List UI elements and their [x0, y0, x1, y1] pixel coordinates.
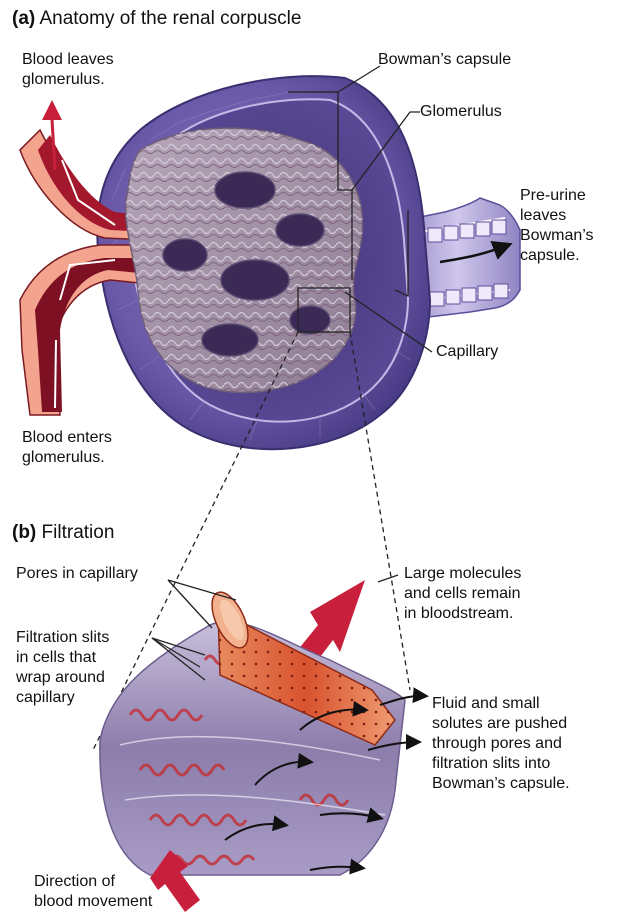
glomerulus [124, 127, 364, 394]
label-direction: Direction of blood movement [34, 873, 153, 910]
filtrate-arrows [224, 687, 429, 875]
label-pores: Pores in capillary [16, 565, 138, 582]
label-filtration-slits: Filtration slits in cells that wrap arou… [16, 629, 110, 706]
pre-urine-arrow [439, 241, 513, 264]
blood-exit-arrow [42, 100, 62, 120]
label-pre-urine: Pre-urine leaves Bowman’s capsule. [520, 187, 594, 264]
leader-lines-a [288, 65, 433, 353]
blood-direction-arrow [150, 850, 200, 912]
part-a-title-text: Anatomy of the renal corpuscle [39, 8, 302, 29]
label-fluid-solutes: Fluid and small solutes are pushed throu… [432, 695, 570, 792]
label-blood-leaves: Blood leaves glomerulus. [22, 51, 114, 88]
label-large-molecules: Large molecules and cells remain in bloo… [404, 565, 522, 622]
part-b-letter: (b) [12, 522, 37, 543]
part-a-letter: (a) [12, 8, 36, 29]
zoom-lines [91, 331, 411, 753]
leader-lines-b [151, 574, 399, 681]
capillary-cylinder [211, 591, 396, 746]
part-a-title: (a) Anatomy of the renal corpuscle [12, 8, 301, 30]
part-b-title-text: Filtration [41, 522, 115, 543]
label-blood-enters: Blood enters glomerulus. [22, 429, 112, 466]
label-bowmans-capsule: Bowman’s capsule [378, 51, 512, 68]
part-b-title: (b) Filtration [12, 522, 114, 544]
label-capillary: Capillary [436, 343, 499, 360]
label-glomerulus: Glomerulus [420, 103, 502, 120]
